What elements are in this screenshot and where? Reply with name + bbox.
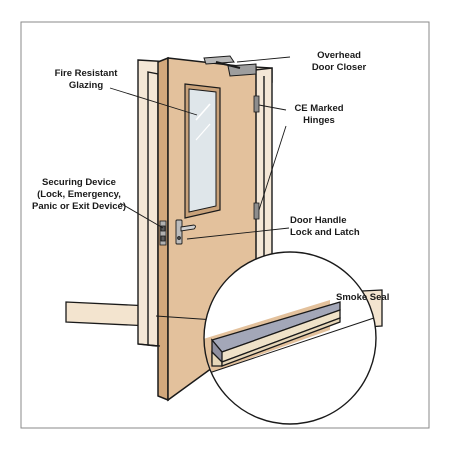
label-door-handle-line1: Door Handle — [290, 215, 347, 226]
label-overhead-door-closer-line1: Overhead — [317, 50, 361, 61]
label-fire-resistant-glazing-line2: Glazing — [68, 80, 104, 91]
label-ce-marked-hinges-line1: CE Marked — [294, 103, 344, 114]
label-ce-marked-hinges-line2: Hinges — [303, 115, 335, 126]
label-overhead-door-closer: Overhead Door Closer — [296, 50, 382, 74]
overhead-closer-device — [203, 55, 257, 77]
threshold — [137, 343, 161, 347]
hinges — [253, 95, 260, 220]
securing-device — [159, 220, 167, 246]
door-handle — [175, 219, 196, 245]
glazing-panel — [184, 83, 221, 219]
label-smoke-seal: Smoke Seal — [336, 292, 406, 304]
diagram-border — [20, 21, 430, 429]
label-door-handle-line2: Lock and Latch — [290, 227, 360, 238]
smoke-seal-zoom — [203, 251, 377, 425]
label-smoke-seal-line1: Smoke Seal — [336, 292, 390, 303]
label-securing-device-line2: (Lock, Emergency, — [37, 189, 121, 200]
label-securing-device: Securing Device (Lock, Emergency, Panic … — [24, 177, 134, 213]
label-fire-resistant-glazing-line1: Fire Resistant — [54, 68, 118, 79]
leader-lines — [109, 56, 341, 321]
label-ce-marked-hinges: CE Marked Hinges — [284, 103, 354, 127]
label-fire-resistant-glazing: Fire Resistant Glazing — [44, 68, 128, 92]
label-door-handle: Door Handle Lock and Latch — [290, 215, 386, 239]
label-securing-device-line3: Panic or Exit Device) — [32, 201, 126, 212]
label-securing-device-line1: Securing Device — [42, 177, 116, 188]
label-overhead-door-closer-line2: Door Closer — [311, 62, 367, 73]
